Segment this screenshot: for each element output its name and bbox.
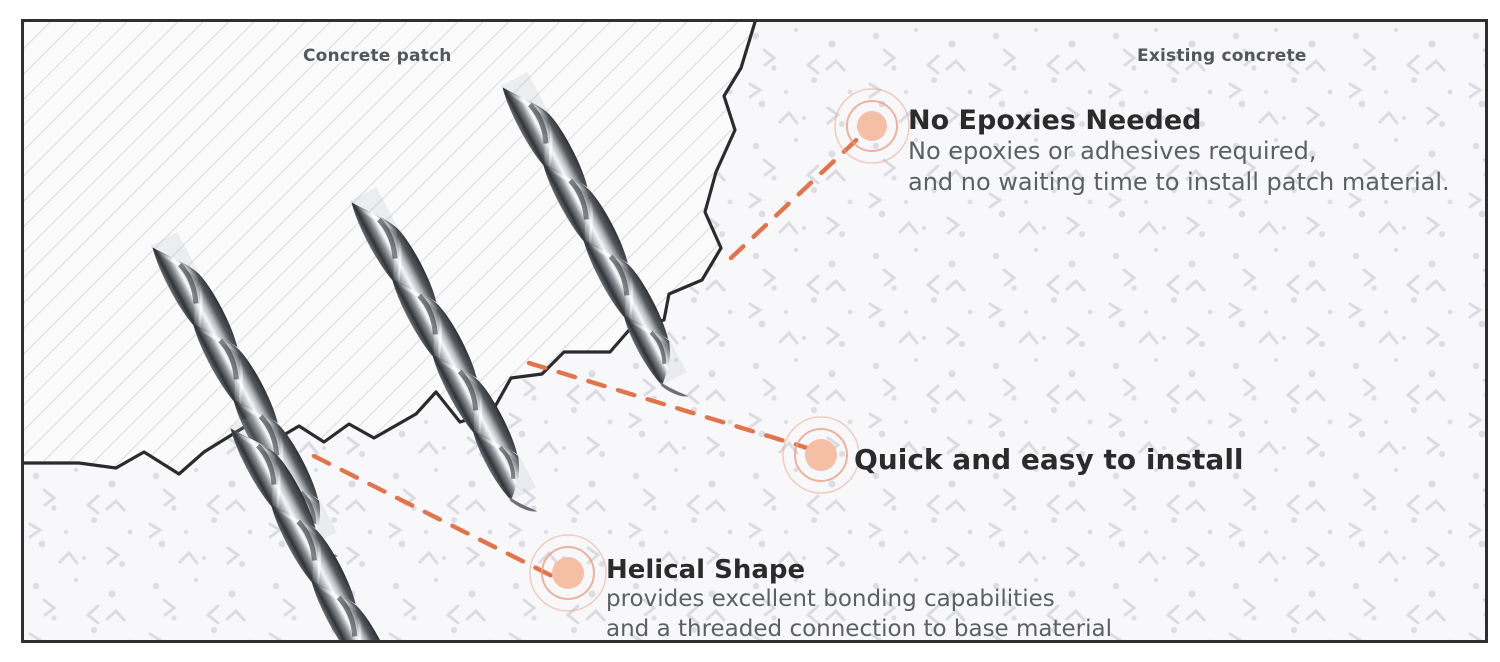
callout-1-line-2: and no waiting time to install patch mat… (908, 168, 1450, 197)
callout-1-line-1: No epoxies or adhesives required, (908, 137, 1317, 166)
region-label-concrete-patch: Concrete patch (303, 46, 452, 66)
callout-2-title: Quick and easy to install (854, 443, 1244, 476)
region-label-existing-concrete: Existing concrete (1137, 46, 1307, 66)
callout-3-line-2: and a threaded connection to base materi… (606, 616, 1113, 642)
callout-helical-shape: Helical Shape provides excellent bonding… (606, 555, 1113, 642)
callout-no-epoxies-needed: No Epoxies Needed No epoxies or adhesive… (908, 105, 1450, 199)
diagram-panel: Concrete patch Existing concrete No Epox… (21, 19, 1488, 643)
callout-quick-and-easy-to-install: Quick and easy to install (854, 443, 1244, 476)
callout-3-line-1: provides excellent bonding capabilities (606, 586, 1055, 613)
callout-3-title: Helical Shape (606, 555, 806, 585)
callout-1-title: No Epoxies Needed (908, 105, 1202, 136)
